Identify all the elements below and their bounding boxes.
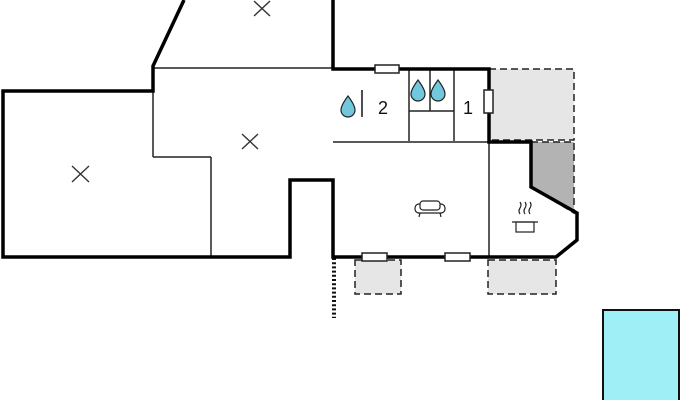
bedroom-marker-icon	[253, 0, 271, 17]
bathroom-2: 2	[340, 90, 388, 118]
bathroom-1: 1	[410, 78, 473, 118]
window-icon	[361, 252, 388, 262]
water-drop-icon	[410, 78, 426, 102]
cooking-pot-icon	[512, 201, 538, 233]
window-icon	[444, 252, 471, 262]
terrace-south-east	[487, 259, 557, 295]
water-drop-icon	[340, 94, 356, 118]
bedroom-markers	[71, 0, 271, 183]
terrace-south-west	[354, 259, 402, 295]
room-number-1: 1	[463, 98, 473, 118]
terraces	[354, 68, 575, 295]
terrace-east	[488, 68, 575, 141]
sofa-icon	[414, 200, 446, 218]
room-number-2: 2	[378, 98, 388, 118]
interior-walls	[152, 67, 490, 257]
bedroom-marker-icon	[71, 165, 90, 183]
bedroom-marker-icon	[241, 133, 259, 150]
window-icon	[374, 64, 400, 74]
window-icon	[483, 89, 494, 114]
water-drop-icon	[430, 78, 446, 102]
terrace-covered	[530, 141, 575, 215]
pool	[602, 309, 680, 400]
windows	[361, 64, 494, 262]
